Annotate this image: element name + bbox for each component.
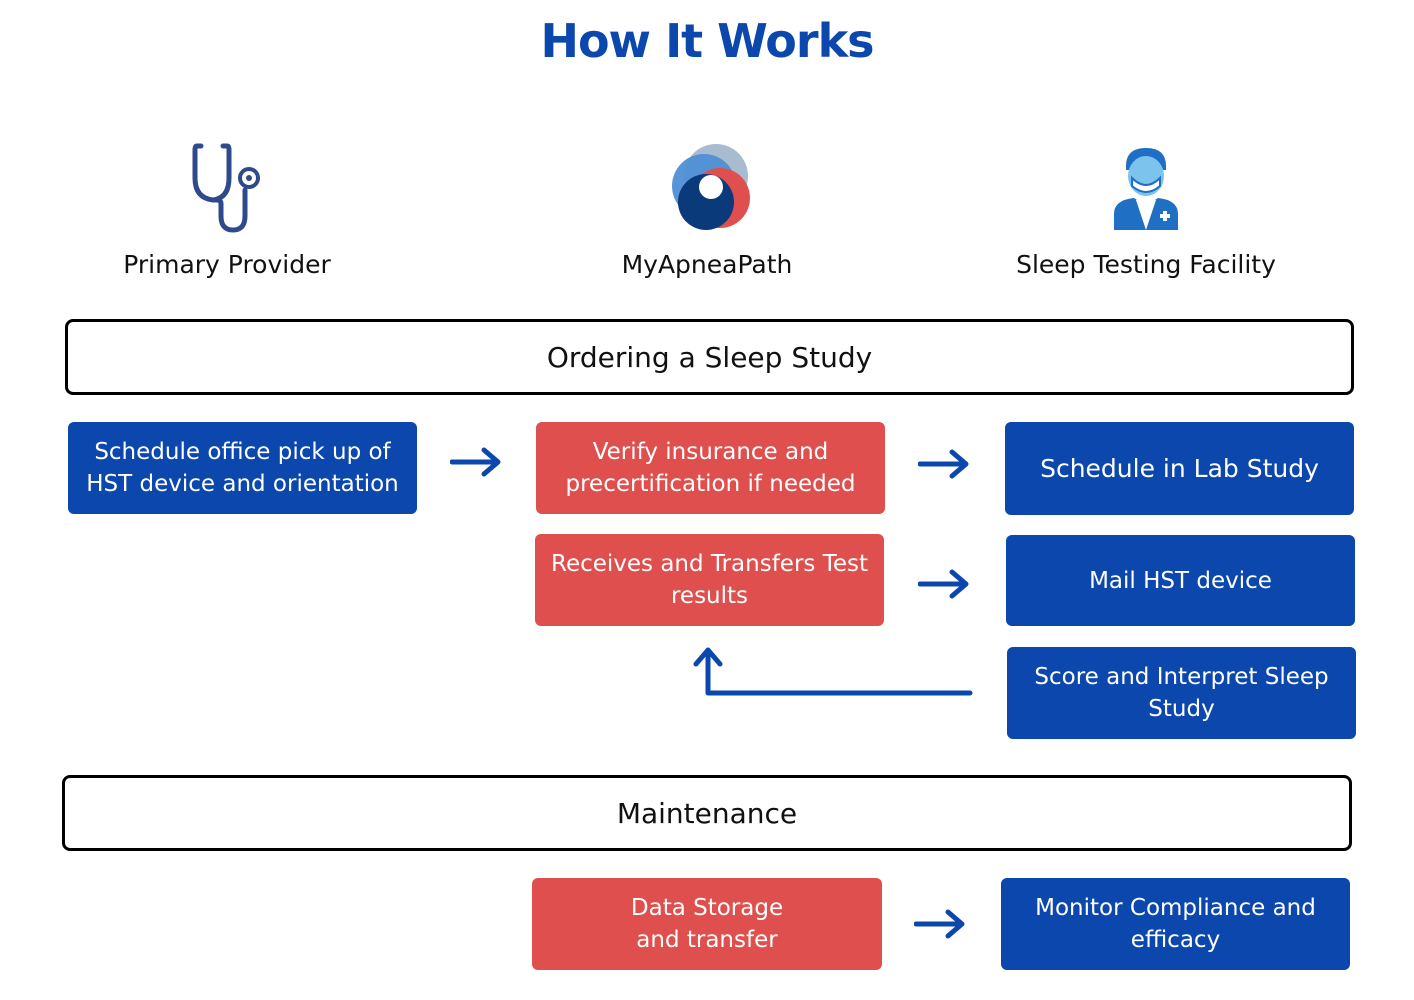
arrow-right-icon	[917, 448, 972, 485]
myapneapath-logo	[666, 142, 756, 232]
column-label-myapneapath: MyApneaPath	[621, 250, 793, 279]
step-monitor-compliance: Monitor Compliance and efficacy	[1001, 878, 1350, 970]
step-mail-hst-device: Mail HST device	[1006, 535, 1355, 626]
column-label-primary-provider: Primary Provider	[123, 250, 331, 279]
section-bar-ordering: Ordering a Sleep Study	[65, 319, 1354, 395]
step-receive-transfer-results: Receives and Transfers Test results	[535, 534, 884, 626]
arrow-right-icon	[917, 568, 972, 605]
step-schedule-pickup: Schedule office pick up of HST device an…	[68, 422, 417, 514]
arrow-right-icon	[913, 908, 968, 945]
step-score-interpret: Score and Interpret Sleep Study	[1007, 647, 1356, 739]
step-data-storage: Data Storage and transfer	[532, 878, 882, 970]
stethoscope-icon	[185, 140, 270, 235]
arrow-right-icon	[449, 446, 504, 483]
step-verify-insurance: Verify insurance and precertification if…	[536, 422, 885, 514]
step-schedule-lab-study: Schedule in Lab Study	[1005, 422, 1354, 515]
doctor-icon	[1110, 144, 1182, 232]
section-bar-maintenance: Maintenance	[62, 775, 1352, 851]
column-label-sleep-testing-facility: Sleep Testing Facility	[1016, 250, 1276, 279]
arrow-return-icon	[692, 644, 974, 705]
page-title: How It Works	[540, 14, 874, 68]
